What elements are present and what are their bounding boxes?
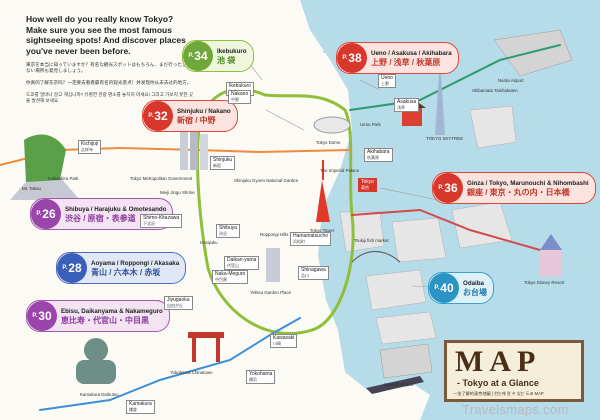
odaiba-island <box>365 269 427 311</box>
haneda-airport-area <box>379 343 433 379</box>
landmark-label: Roppongi Hills <box>260 232 289 237</box>
island <box>391 217 447 263</box>
map-subtitle: - Tokyo at a Glance <box>457 378 539 388</box>
narita-airport-area <box>493 29 573 77</box>
tokyo-dome <box>313 116 351 134</box>
island <box>469 105 517 149</box>
page-number: P.38 <box>337 43 367 73</box>
landmark-label: Tokyo Tower <box>310 228 335 233</box>
rainbow-bridge <box>351 250 401 263</box>
intro-panel: How well do you really know Tokyo? Make … <box>26 14 196 104</box>
landmark-label: Mt. Takao <box>22 186 41 191</box>
landmark-label: Haneda Airport <box>384 382 414 387</box>
landmark-label: Tokyo Dome <box>316 140 341 145</box>
landmark-label: Tokyo Disney Resort <box>524 280 565 285</box>
keiyo-line <box>351 208 541 251</box>
landmark-label: Ueno Park <box>360 122 381 127</box>
page-number: P.32 <box>143 101 173 131</box>
disney-castle <box>540 234 562 276</box>
badge-ginza-tokyo[interactable]: P.36 Ginza / Tokyo, Marunouchi & Nihomba… <box>432 172 596 204</box>
landmark-label: Meiji Jingu Shrine <box>160 190 195 195</box>
shinjuku-towers <box>180 124 208 170</box>
page-number: P.34 <box>183 41 213 71</box>
page-number: P.28 <box>57 253 87 283</box>
plane <box>366 376 424 394</box>
chinatown-gate <box>188 332 224 362</box>
sumida-river <box>322 46 410 126</box>
intro-text-multilang-3: 도쿄를 얼마나 알고 계십니까? 유명한 관광 명소를 놓치지 마세요! 그리고… <box>26 92 194 103</box>
tokyo-bay <box>300 0 600 420</box>
tokyo-tower <box>316 160 330 222</box>
keisei-line <box>349 44 561 111</box>
landmark-label: TOKYO SKYTREE <box>426 136 464 141</box>
watermark: Travelsmaps.com <box>462 402 569 417</box>
landmark-label: Narita Airport <box>498 78 524 83</box>
page-number: P.26 <box>31 199 61 229</box>
island <box>451 201 513 249</box>
upper-river <box>382 16 476 100</box>
landmark-label: Tsukiji fish market <box>354 238 389 243</box>
landmark-label: Yokohama Chinatown <box>170 370 213 375</box>
landmark-label: Yebisu Garden Place <box>250 290 292 295</box>
map-title-multilang: 一览了解的東京地圖 | 한눈에 알 수 있는 도쿄 MAP <box>453 391 544 396</box>
skytree <box>435 60 445 135</box>
landmark-label: The Imperial Palace <box>320 168 360 173</box>
map-title: MAP <box>455 345 542 378</box>
landmark-label: Tokyo Metropolitan Government <box>130 176 193 181</box>
island <box>339 211 385 253</box>
intro-text-multilang-2: 你真的了解东京吗？一定要去看看最有名的观光景点！并发现你从未去过的地方。 <box>26 80 192 85</box>
inokashira-park-trees <box>24 134 66 182</box>
tokaido-line <box>39 317 301 411</box>
landmark-label: Shibamata Taishakuten <box>472 88 518 93</box>
page-number: P.40 <box>429 273 459 303</box>
landmark-label: Shinjuku Gyoen National Garden <box>234 178 299 183</box>
map-title-box: MAP - Tokyo at a Glance 一览了解的東京地圖 | 한눈에 … <box>444 340 584 402</box>
intro-text-multilang-1: 東京を本当に知っていますか？有名な観光スポットはもちろん、まだ行ったことのない場… <box>26 62 196 73</box>
landmark-label: Kamakura Daibutsu <box>80 392 119 397</box>
landmark-label: Inokashira Park <box>48 176 79 181</box>
kamakura-daibutsu <box>76 338 116 384</box>
page-number: P.30 <box>27 301 57 331</box>
landmark-label: Harajuku <box>200 240 218 245</box>
intro-text-en: How well do you really know Tokyo? Make … <box>26 14 186 56</box>
roppongi-hills <box>266 248 280 282</box>
island <box>375 311 437 345</box>
page-number: P.36 <box>433 173 463 203</box>
